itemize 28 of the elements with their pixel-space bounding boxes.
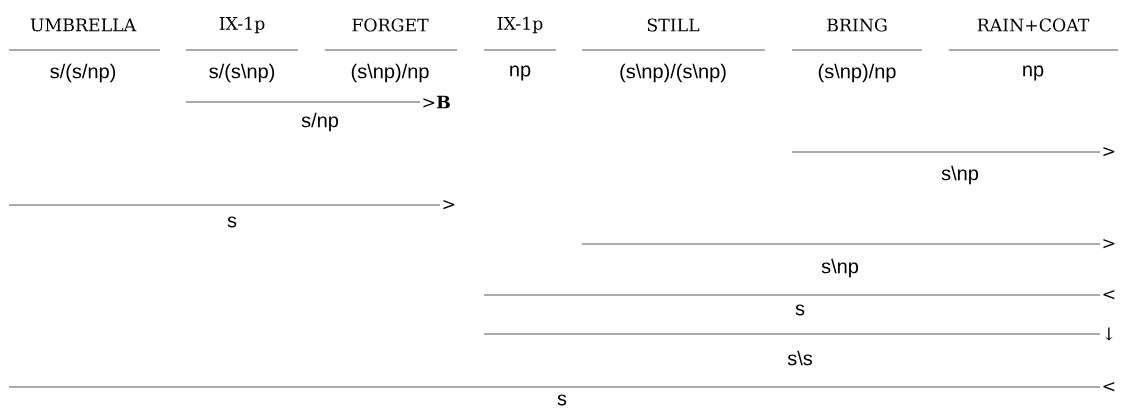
- category-label: (s\np)/np: [351, 63, 429, 83]
- category-label: s/(s/np): [50, 63, 116, 83]
- word-label: FORGET: [352, 18, 429, 32]
- word-label: BRING: [827, 18, 887, 32]
- category-label: (s\np)/np: [818, 63, 896, 83]
- rule-symbol: >B: [423, 95, 450, 109]
- word-label: RAIN+COAT: [977, 18, 1090, 32]
- category-label: s/(s\np): [209, 63, 275, 83]
- category-label: s\np: [821, 258, 859, 278]
- rule-symbol: >: [1103, 238, 1115, 249]
- rule-symbol: <: [1103, 381, 1115, 392]
- category-label: s: [795, 304, 805, 316]
- word-label: UMBRELLA: [30, 18, 137, 32]
- rule-symbol: ↓: [1105, 327, 1113, 341]
- word-label: STILL: [647, 18, 700, 32]
- category-label: s: [557, 394, 567, 406]
- rule-symbol: <: [1103, 289, 1115, 300]
- category-label: s: [227, 216, 237, 228]
- rule-symbol: >: [1103, 146, 1115, 157]
- category-label: s/np: [301, 112, 339, 132]
- category-label: s\np: [941, 165, 979, 185]
- category-label: np: [1023, 65, 1044, 81]
- category-label: np: [510, 65, 531, 81]
- category-label: (s\np)/(s\np): [620, 63, 726, 83]
- word-label: IX-1p: [497, 16, 543, 34]
- category-label: s\s: [787, 350, 813, 366]
- rule-symbol: >: [443, 199, 455, 210]
- word-label: IX-1p: [219, 16, 265, 34]
